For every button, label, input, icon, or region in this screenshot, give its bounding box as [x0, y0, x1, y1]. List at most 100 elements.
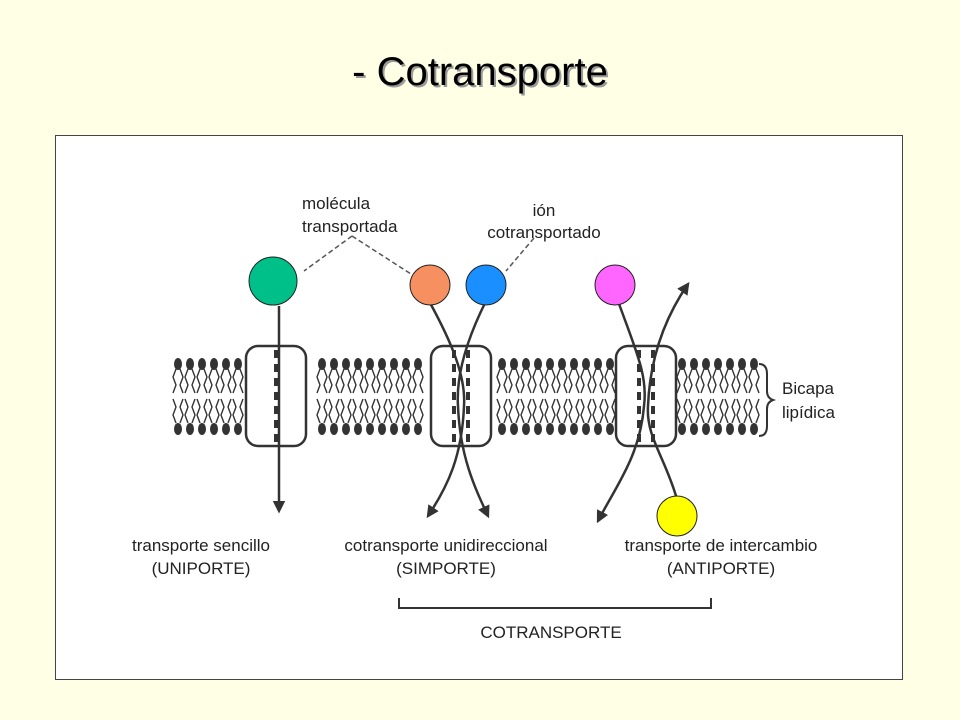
lipid-tail: [676, 368, 688, 394]
lipid-tail: [232, 368, 244, 394]
bilayer-label-line1: Bicapa: [782, 379, 835, 398]
ion-label-line2: cotransportado: [487, 223, 600, 242]
lipid-head: [702, 358, 710, 370]
lipid-tail: [208, 398, 220, 424]
lipid-tail: [580, 398, 592, 424]
lipid-tail: [172, 398, 184, 424]
ion-callout-line: [505, 237, 535, 272]
lipid-head: [402, 423, 410, 435]
lipid-head: [198, 423, 206, 435]
lipid-head: [378, 423, 386, 435]
lipid-head: [342, 423, 350, 435]
lipid-head: [366, 358, 374, 370]
lipid-tail: [196, 368, 208, 394]
lipid-head: [510, 423, 518, 435]
molecule-label-line2: transportada: [302, 217, 398, 236]
lipid-tail: [184, 368, 196, 394]
lipid-tail: [544, 368, 556, 394]
antiport-arrow-in: [646, 281, 690, 497]
antiport-caption-line1: transporte de intercambio: [625, 536, 818, 555]
lipid-tail: [340, 398, 352, 424]
lipid-head: [522, 423, 530, 435]
molecule-callout-line: [303, 235, 412, 275]
lipid-tail: [688, 368, 700, 394]
lipid-tail: [580, 368, 592, 394]
lipid-tail: [412, 368, 424, 394]
lipid-head: [678, 358, 686, 370]
lipid-tail: [376, 398, 388, 424]
lipid-tail: [532, 398, 544, 424]
lipid-tail: [220, 368, 232, 394]
lipid-tail: [364, 398, 376, 424]
lipid-tail: [556, 398, 568, 424]
lipid-tail: [556, 368, 568, 394]
lipid-head: [222, 423, 230, 435]
lipid-head: [222, 358, 230, 370]
molecule-label-line1: molécula: [302, 194, 371, 213]
symport-arrow-ion: [456, 300, 490, 519]
lipid-head: [690, 358, 698, 370]
lipid-head: [690, 423, 698, 435]
lipid-head: [234, 423, 242, 435]
lipid-head: [726, 358, 734, 370]
lipid-tail: [352, 368, 364, 394]
symport-caption-line1: cotransporte unidireccional: [344, 536, 547, 555]
lipid-tail: [568, 368, 580, 394]
lipid-head: [750, 423, 758, 435]
uniport-caption-line2: (UNIPORTE): [152, 559, 251, 578]
lipid-tail: [736, 398, 748, 424]
lipid-head: [738, 358, 746, 370]
lipid-tail: [748, 368, 760, 394]
lipid-tail: [520, 398, 532, 424]
lipid-head: [582, 423, 590, 435]
lipid-tail: [388, 398, 400, 424]
lipid-tail: [400, 398, 412, 424]
lipid-head: [210, 358, 218, 370]
lipid-head: [738, 423, 746, 435]
lipid-tail: [736, 368, 748, 394]
lipid-tail: [508, 398, 520, 424]
lipid-head: [594, 423, 602, 435]
lipid-tail: [316, 368, 328, 394]
lipid-tail: [700, 398, 712, 424]
lipid-head: [522, 358, 530, 370]
lipid-head: [714, 423, 722, 435]
lipid-head: [726, 423, 734, 435]
lipid-head: [606, 423, 614, 435]
lipid-tail: [400, 368, 412, 394]
uniport-caption-line1: transporte sencillo: [132, 536, 270, 555]
lipid-tail: [388, 368, 400, 394]
lipid-head: [498, 423, 506, 435]
lipid-head: [582, 358, 590, 370]
lipid-head: [354, 358, 362, 370]
lipid-tail: [496, 368, 508, 394]
lipid-tail: [220, 398, 232, 424]
lipid-tail: [544, 398, 556, 424]
lipid-tail: [316, 398, 328, 424]
lipid-head: [198, 358, 206, 370]
cotransport-diagram: molécula transportada ión cotransportado…: [132, 194, 835, 642]
lipid-tail: [592, 398, 604, 424]
antiport-channel: [614, 344, 678, 448]
lipid-head: [390, 423, 398, 435]
lipid-tail: [352, 398, 364, 424]
lipid-tail: [412, 398, 424, 424]
symport-molecule: [409, 264, 451, 306]
lipid-tail: [184, 398, 196, 424]
lipid-head: [750, 358, 758, 370]
lipid-head: [174, 423, 182, 435]
lipid-head: [354, 423, 362, 435]
lipid-head: [366, 423, 374, 435]
lipid-head: [714, 358, 722, 370]
diagram-frame: molécula transportada ión cotransportado…: [55, 135, 903, 680]
lipid-head: [534, 358, 542, 370]
lipid-tail: [532, 368, 544, 394]
lipid-tail: [208, 368, 220, 394]
lipid-tail: [340, 368, 352, 394]
lipid-tail: [604, 398, 616, 424]
lipid-head: [330, 423, 338, 435]
lipid-tail: [712, 368, 724, 394]
lipid-tail: [712, 398, 724, 424]
lipid-head: [414, 423, 422, 435]
symport-arrow-molecule: [426, 300, 466, 519]
